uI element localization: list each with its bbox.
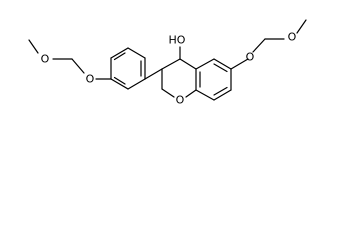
atom-label-ring-oxygen: O (176, 94, 185, 107)
atom-label-right-ether-oxygen: O (246, 51, 255, 64)
bond (195, 89, 215, 101)
bond (127, 78, 146, 90)
atom-label-left-methoxy-oxygen: O (41, 53, 50, 66)
bond (179, 58, 197, 70)
bond-lines (28, 19, 307, 101)
atom-label-right-methoxy-oxygen: O (288, 31, 297, 44)
bond (185, 89, 197, 98)
bond (296, 19, 307, 34)
bond (71, 58, 85, 74)
bond (213, 58, 232, 70)
bond (161, 88, 175, 98)
bond (28, 39, 39, 54)
atom-labels: HO O O O O O (41, 31, 297, 107)
bond (144, 68, 163, 80)
bond (195, 58, 215, 70)
bond (110, 78, 129, 90)
bond (127, 47, 146, 59)
bond (110, 47, 129, 59)
bond (213, 89, 232, 101)
double-bond (113, 52, 126, 61)
double-bond (113, 76, 126, 85)
bond (252, 38, 266, 53)
bond (230, 58, 249, 70)
structure-diagram: HO O O O O O (0, 0, 360, 119)
bond (161, 58, 181, 70)
molecule-drawing: HO O O O O O (28, 19, 307, 107)
atom-label-left-ether-oxygen: O (86, 73, 95, 86)
double-bond (213, 63, 228, 73)
atom-label-hydroxyl: HO (169, 34, 186, 47)
double-bond (213, 86, 228, 96)
